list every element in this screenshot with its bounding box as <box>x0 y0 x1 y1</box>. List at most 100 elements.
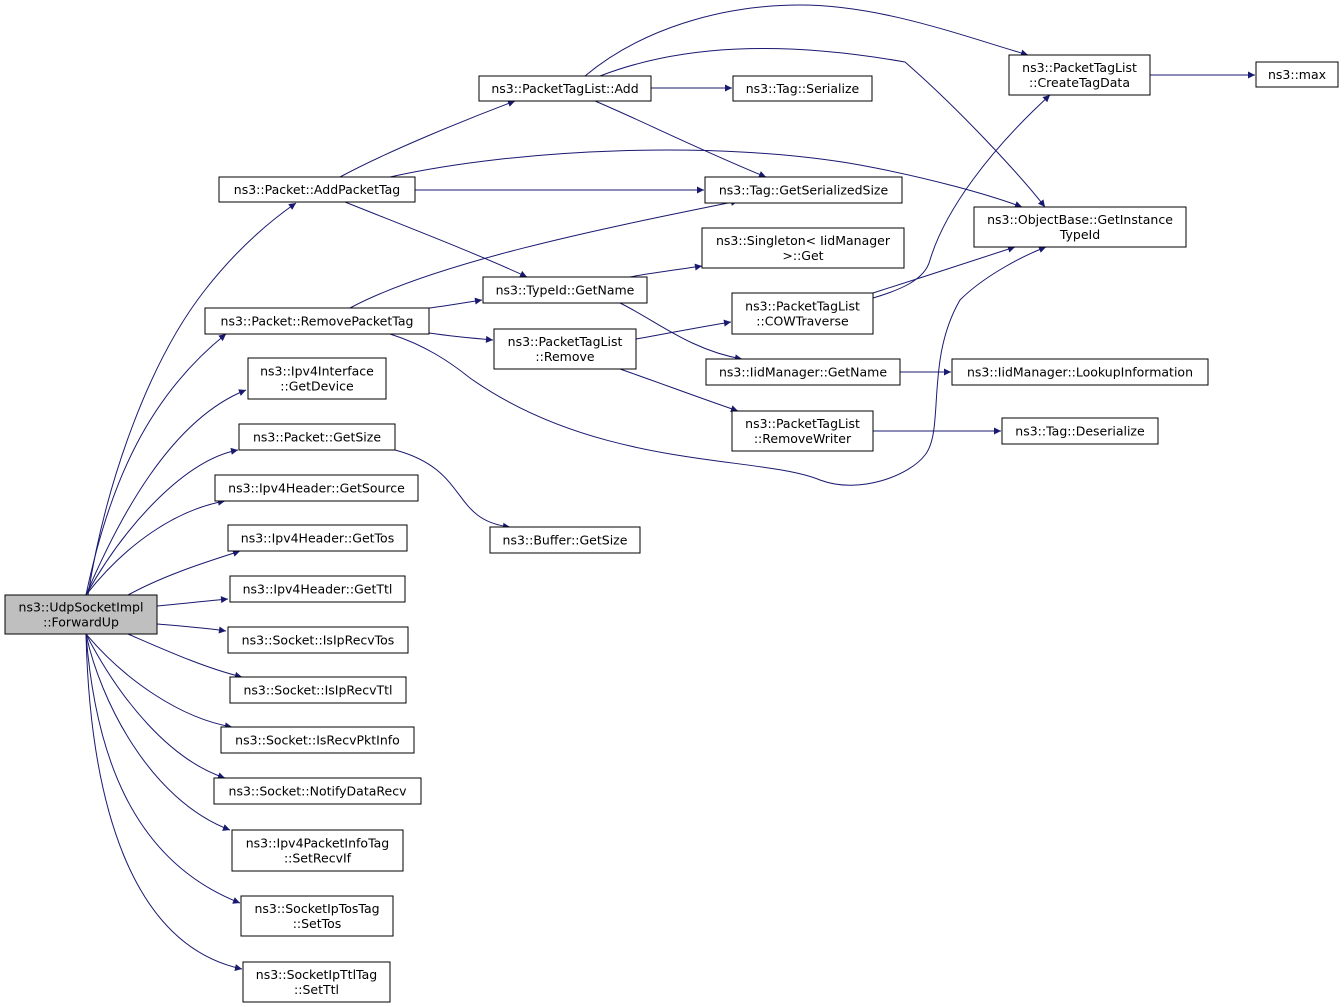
edge-packettaglist-add-to-tag-getserializedsize <box>594 100 767 178</box>
node-packet-addpackettag[interactable]: ns3::Packet::AddPacketTag <box>218 176 416 203</box>
edge-udp-forwardup-to-socket-isrecvpktinfo <box>85 633 233 730</box>
edge-udp-forwardup-to-socket-isiprecvtos <box>156 623 227 634</box>
node-label: ns3::PacketTagList <box>1022 60 1137 75</box>
node-label: ns3::PacketTagList <box>508 334 623 349</box>
edge-packet-getsize-to-buffer-getsize <box>394 449 511 530</box>
node-label: ns3::PacketTagList <box>745 416 860 431</box>
edge-packettaglist-cowtraverse-to-packettaglist-createtagdata <box>872 94 1051 299</box>
node-singleton-get[interactable]: ns3::Singleton< IidManager >::Get <box>701 227 905 269</box>
node-packettaglist-removewriter[interactable]: ns3::PacketTagList::RemoveWriter <box>731 410 874 452</box>
node-label: ::ForwardUp <box>43 615 119 630</box>
node-label: ns3::Ipv4Header::GetTtl <box>243 582 393 597</box>
node-packettaglist-createtagdata[interactable]: ns3::PacketTagList::CreateTagData <box>1008 54 1151 96</box>
edge-packet-addpackettag-to-objectbase-getinstancetypeid <box>389 149 1023 208</box>
node-label: ns3::Packet::RemovePacketTag <box>221 314 414 329</box>
node-label: ns3::Tag::Deserialize <box>1015 424 1145 439</box>
node-typeid-getname[interactable]: ns3::TypeId::GetName <box>482 276 648 304</box>
node-ipv4header-getttl[interactable]: ns3::Ipv4Header::GetTtl <box>229 575 406 603</box>
node-udp-forwardup[interactable]: ns3::UdpSocketImpl::ForwardUp <box>4 594 158 635</box>
node-label: ns3::UdpSocketImpl <box>19 600 144 615</box>
edge-packet-removepackettag-to-typeid-getname <box>428 297 483 309</box>
node-label: TypeId <box>1059 227 1100 242</box>
edge-udp-forwardup-to-socketiptostag-settos <box>85 633 241 904</box>
node-label: ns3::TypeId::GetName <box>496 283 635 298</box>
node-label: ::RemoveWriter <box>754 431 852 446</box>
edge-packettaglist-remove-to-packettaglist-removewriter <box>619 368 739 413</box>
node-socket-notifydatarecv[interactable]: ns3::Socket::NotifyDataRecv <box>213 777 422 805</box>
node-label: ns3::max <box>1268 67 1326 82</box>
node-label: ns3::PacketTagList::Add <box>491 81 638 96</box>
edge-udp-forwardup-to-ipv4packetinfotag-setrecvif <box>85 633 231 831</box>
edge-packettaglist-add-to-packettaglist-createtagdata <box>584 4 1029 77</box>
edge-packet-addpackettag-to-typeid-getname <box>344 201 528 278</box>
node-label: ns3::Ipv4PacketInfoTag <box>246 836 390 851</box>
edge-udp-forwardup-to-packet-addpackettag <box>87 202 297 596</box>
node-socket-isiprecvtos[interactable]: ns3::Socket::IsIpRecvTos <box>227 626 409 654</box>
edge-udp-forwardup-to-ipv4header-gettos <box>127 550 241 596</box>
edge-packet-removepackettag-to-packettaglist-remove <box>428 332 494 343</box>
edge-typeid-getname-to-singleton-get <box>629 263 703 278</box>
node-label: ns3::Buffer::GetSize <box>503 533 628 548</box>
node-label: ns3::Tag::Serialize <box>746 81 860 96</box>
node-label: ::Remove <box>535 349 594 364</box>
node-packet-getsize[interactable]: ns3::Packet::GetSize <box>238 423 396 451</box>
node-label: ::COWTraverse <box>756 314 849 329</box>
node-label: >::Get <box>782 248 823 263</box>
edge-udp-forwardup-to-socket-isiprecvttl <box>127 633 243 679</box>
node-buffer-getsize[interactable]: ns3::Buffer::GetSize <box>489 526 641 554</box>
node-label: ::SetTtl <box>294 982 339 997</box>
node-label: ns3::SocketIpTosTag <box>254 901 379 916</box>
node-packettaglist-cowtraverse[interactable]: ns3::PacketTagList::COWTraverse <box>731 292 874 335</box>
node-max[interactable]: ns3::max <box>1255 61 1339 88</box>
edge-udp-forwardup-to-packet-removepackettag <box>85 333 227 596</box>
node-label: ns3::ObjectBase::GetInstance <box>987 212 1173 227</box>
node-tag-deserialize[interactable]: ns3::Tag::Deserialize <box>1001 417 1159 445</box>
node-label: ns3::Packet::AddPacketTag <box>234 182 400 197</box>
edge-udp-forwardup-to-ipv4header-getttl <box>156 596 229 607</box>
node-iidmanager-getname[interactable]: ns3::IidManager::GetName <box>705 358 901 386</box>
node-label: ns3::Socket::IsIpRecvTos <box>242 633 395 648</box>
edge-udp-forwardup-to-packet-getsize <box>85 447 239 596</box>
node-label: ns3::Socket::IsRecvPktInfo <box>235 733 400 748</box>
node-ipv4header-getsource[interactable]: ns3::Ipv4Header::GetSource <box>214 474 419 502</box>
edge-packettaglist-remove-to-packettaglist-cowtraverse <box>635 319 732 340</box>
node-label: ::CreateTagData <box>1029 75 1130 90</box>
node-label: ns3::Ipv4Header::GetSource <box>228 481 405 496</box>
node-label: ns3::Tag::GetSerializedSize <box>719 183 889 198</box>
node-socketiptostag-settos[interactable]: ns3::SocketIpTosTag::SetTos <box>240 895 394 937</box>
edge-udp-forwardup-to-ipv4interface-getdevice <box>85 389 247 596</box>
node-ipv4packetinfotag-setrecvif[interactable]: ns3::Ipv4PacketInfoTag::SetRecvIf <box>231 829 404 872</box>
edge-udp-forwardup-to-socketipttltag-setttl <box>85 633 243 971</box>
node-tag-serialize[interactable]: ns3::Tag::Serialize <box>732 75 873 102</box>
node-tag-getserializedsize[interactable]: ns3::Tag::GetSerializedSize <box>704 176 903 204</box>
node-label: ns3::Ipv4Header::GetTos <box>241 531 394 546</box>
node-packet-removepackettag[interactable]: ns3::Packet::RemovePacketTag <box>204 307 430 335</box>
node-label: ns3::Singleton< IidManager <box>716 233 891 248</box>
edge-typeid-getname-to-iidmanager-getname <box>619 302 743 362</box>
node-socketipttltag-setttl[interactable]: ns3::SocketIpTtlTag::SetTtl <box>242 961 391 1003</box>
node-label: ::GetDevice <box>280 379 354 394</box>
edge-udp-forwardup-to-socket-notifydatarecv <box>85 633 226 780</box>
node-ipv4interface-getdevice[interactable]: ns3::Ipv4Interface::GetDevice <box>247 357 387 400</box>
node-label: ns3::PacketTagList <box>745 299 860 314</box>
node-label: ::SetRecvIf <box>284 851 352 866</box>
node-label: ns3::Packet::GetSize <box>253 430 381 445</box>
node-label: ns3::Socket::IsIpRecvTtl <box>244 683 393 698</box>
edge-packettaglist-cowtraverse-to-objectbase-getinstancetypeid <box>872 245 1016 294</box>
edge-packettaglist-add-to-objectbase-getinstancetypeid <box>599 48 1046 208</box>
node-label: ns3::Socket::NotifyDataRecv <box>229 784 408 799</box>
node-label: ns3::IidManager::GetName <box>719 365 887 380</box>
node-iidmanager-lookupinformation[interactable]: ns3::IidManager::LookupInformation <box>951 358 1209 386</box>
edge-packet-removepackettag-to-tag-getserializedsize <box>349 198 739 309</box>
node-packettaglist-add[interactable]: ns3::PacketTagList::Add <box>478 75 652 102</box>
edge-packet-addpackettag-to-packettaglist-add <box>339 100 516 178</box>
node-socket-isiprecvttl[interactable]: ns3::Socket::IsIpRecvTtl <box>229 676 407 704</box>
node-label: ns3::SocketIpTtlTag <box>256 967 377 982</box>
node-label: ns3::Ipv4Interface <box>260 364 374 379</box>
node-ipv4header-gettos[interactable]: ns3::Ipv4Header::GetTos <box>227 524 408 552</box>
node-socket-isrecvpktinfo[interactable]: ns3::Socket::IsRecvPktInfo <box>220 726 415 754</box>
node-label: ::SetTos <box>293 916 342 931</box>
node-packettaglist-remove[interactable]: ns3::PacketTagList::Remove <box>493 328 637 370</box>
